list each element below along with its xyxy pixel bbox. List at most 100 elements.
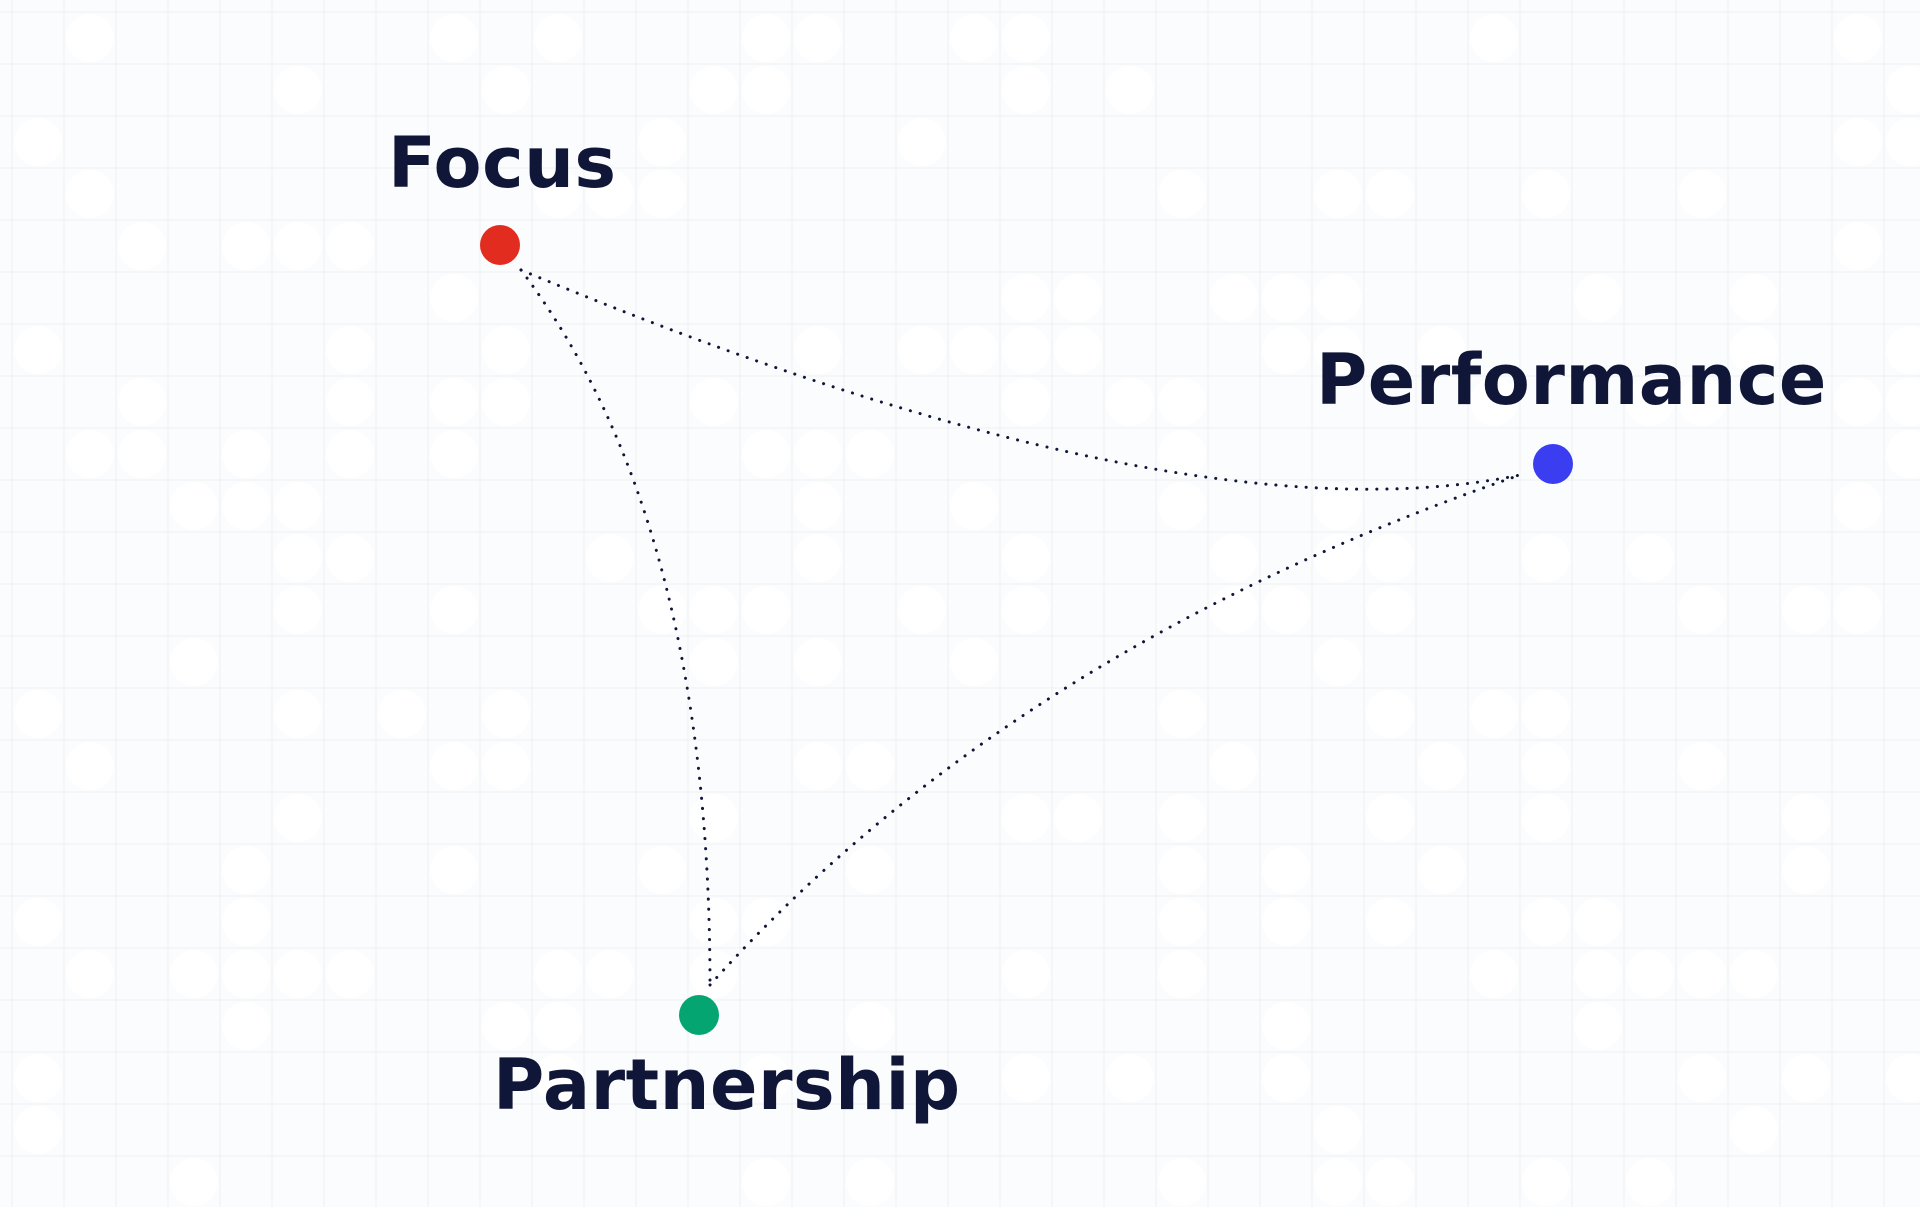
pattern-tile (66, 950, 114, 998)
pattern-tile (1314, 534, 1362, 582)
pattern-tile (326, 950, 374, 998)
pattern-tile (534, 950, 582, 998)
pattern-tile (1158, 950, 1206, 998)
pattern-tile (1574, 898, 1622, 946)
pattern-tile (1314, 170, 1362, 218)
pattern-tile (1314, 326, 1362, 374)
pattern-tile (1522, 170, 1570, 218)
pattern-tile (950, 638, 998, 686)
pattern-tile (1522, 898, 1570, 946)
pattern-tile (742, 586, 790, 634)
pattern-tile (846, 430, 894, 478)
pattern-tile (222, 1002, 270, 1050)
pattern-tile (794, 742, 842, 790)
pattern-tile (1002, 326, 1050, 374)
pattern-tile (1158, 846, 1206, 894)
pattern-tile (1002, 534, 1050, 582)
pattern-tile (586, 950, 634, 998)
pattern-tile (14, 690, 62, 738)
pattern-tile (274, 482, 322, 530)
pattern-tile (1262, 846, 1310, 894)
pattern-tile (794, 326, 842, 374)
pattern-tile (638, 846, 686, 894)
pattern-tile (1158, 794, 1206, 842)
pattern-tile (1834, 586, 1882, 634)
pattern-tile (950, 482, 998, 530)
pattern-tile (1678, 170, 1726, 218)
pattern-tile (1210, 274, 1258, 322)
pattern-tile (1678, 586, 1726, 634)
pattern-tile (1262, 326, 1310, 374)
pattern-tile (1470, 690, 1518, 738)
pattern-tile (1678, 742, 1726, 790)
pattern-tile (1366, 898, 1414, 946)
pattern-tile (1418, 742, 1466, 790)
pattern-tile (66, 170, 114, 218)
pattern-tile (1262, 898, 1310, 946)
pattern-tile (742, 66, 790, 114)
pattern-tile (1314, 1106, 1362, 1154)
pattern-tile (1782, 846, 1830, 894)
node-performance-dot (1533, 444, 1573, 484)
pattern-tile (534, 1002, 582, 1050)
pattern-tile (430, 742, 478, 790)
pattern-tile (1002, 378, 1050, 426)
pattern-tile (794, 14, 842, 62)
pattern-tile (118, 222, 166, 270)
pattern-tile (482, 326, 530, 374)
node-label-focus: Focus (388, 122, 617, 204)
pattern-tile (274, 586, 322, 634)
pattern-tile (1314, 638, 1362, 686)
pattern-tile (1730, 1106, 1778, 1154)
pattern-tile (118, 430, 166, 478)
pattern-tile (1106, 378, 1154, 426)
pattern-tile (794, 534, 842, 582)
pattern-tile (1678, 378, 1726, 426)
pattern-tile (1002, 794, 1050, 842)
pattern-tile (690, 586, 738, 634)
pattern-tile (1886, 430, 1920, 478)
pattern-tile (1886, 378, 1920, 426)
pattern-tile (690, 66, 738, 114)
pattern-tile (1366, 1158, 1414, 1206)
pattern-tile (1002, 950, 1050, 998)
pattern-tile (1730, 274, 1778, 322)
pattern-tile (1366, 170, 1414, 218)
pattern-tile (1470, 14, 1518, 62)
pattern-tile (586, 170, 634, 218)
pattern-tile (1158, 898, 1206, 946)
pattern-tile (1678, 950, 1726, 998)
pattern-tile (1054, 794, 1102, 842)
pattern-tile (482, 742, 530, 790)
pattern-tile (1158, 170, 1206, 218)
pattern-tile (742, 1158, 790, 1206)
pattern-tile (222, 950, 270, 998)
pattern-tile (222, 482, 270, 530)
pattern-tile (1522, 794, 1570, 842)
pattern-tile (1210, 742, 1258, 790)
pattern-tile (1834, 118, 1882, 166)
pattern-tile (534, 170, 582, 218)
pattern-tile (1626, 534, 1674, 582)
pattern-tile (1522, 690, 1570, 738)
pattern-tile (222, 430, 270, 478)
pattern-tile (430, 430, 478, 478)
pattern-tile (1262, 586, 1310, 634)
pattern-tile (274, 794, 322, 842)
node-partnership-dot (679, 995, 719, 1035)
pattern-tile (1314, 274, 1362, 322)
node-label-performance: Performance (1316, 339, 1827, 421)
node-focus-dot (480, 225, 520, 265)
pattern-tile (222, 222, 270, 270)
pattern-tile (14, 898, 62, 946)
pattern-tile (1886, 326, 1920, 374)
pattern-tile (794, 482, 842, 530)
pattern-tile (482, 378, 530, 426)
pattern-tile (1418, 326, 1466, 374)
pattern-tile (170, 950, 218, 998)
pattern-tile (1834, 482, 1882, 530)
pattern-tile (534, 14, 582, 62)
pattern-tile (742, 430, 790, 478)
pattern-tile (898, 326, 946, 374)
